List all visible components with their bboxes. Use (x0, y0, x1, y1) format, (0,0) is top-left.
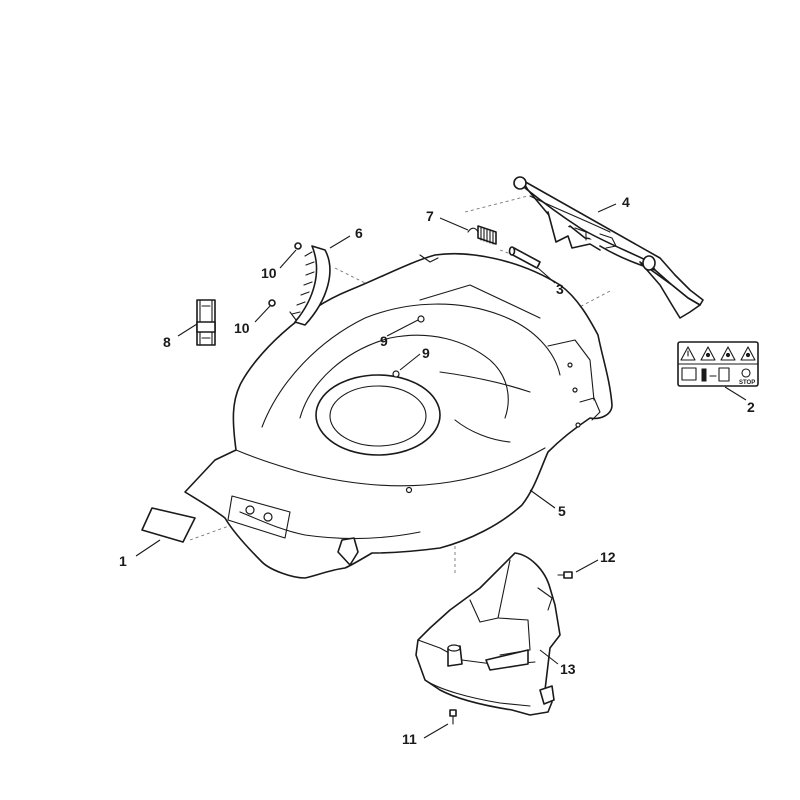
mower-deck (184, 252, 613, 579)
label-part-8: 8 (163, 334, 171, 350)
label-part-11: 11 (402, 731, 417, 747)
screws (449, 571, 573, 725)
rear-flap (513, 176, 704, 319)
discharge-chute (415, 552, 561, 716)
label-part-13: 13 (560, 661, 576, 677)
height-adjust-rack (289, 245, 331, 326)
label-part-9-upper: 9 (422, 345, 430, 361)
label-part-1: 1 (119, 553, 127, 569)
part-labels: 1 2 3 4 5 6 7 8 9 9 10 10 11 12 13 (119, 194, 755, 747)
label-part-9-lower: 9 (380, 333, 388, 349)
label-part-6: 6 (355, 225, 363, 241)
label-plate (141, 507, 196, 543)
label-part-2: 2 (747, 399, 755, 415)
clip-bracket (196, 299, 216, 346)
label-part-3: 3 (556, 281, 564, 297)
label-part-4: 4 (622, 194, 630, 210)
grommets (392, 315, 425, 378)
leader-lines (135, 203, 747, 739)
nuts (268, 242, 302, 307)
label-part-5: 5 (558, 503, 566, 519)
label-part-7: 7 (426, 208, 434, 224)
spring (467, 225, 497, 245)
pin-axle (508, 246, 541, 269)
label-part-10-upper: 10 (261, 265, 277, 281)
warning-decal: STOP (677, 341, 759, 387)
label-part-12: 12 (600, 549, 616, 565)
decal-stop-text: STOP (739, 380, 755, 386)
label-part-10-lower: 10 (234, 320, 250, 336)
